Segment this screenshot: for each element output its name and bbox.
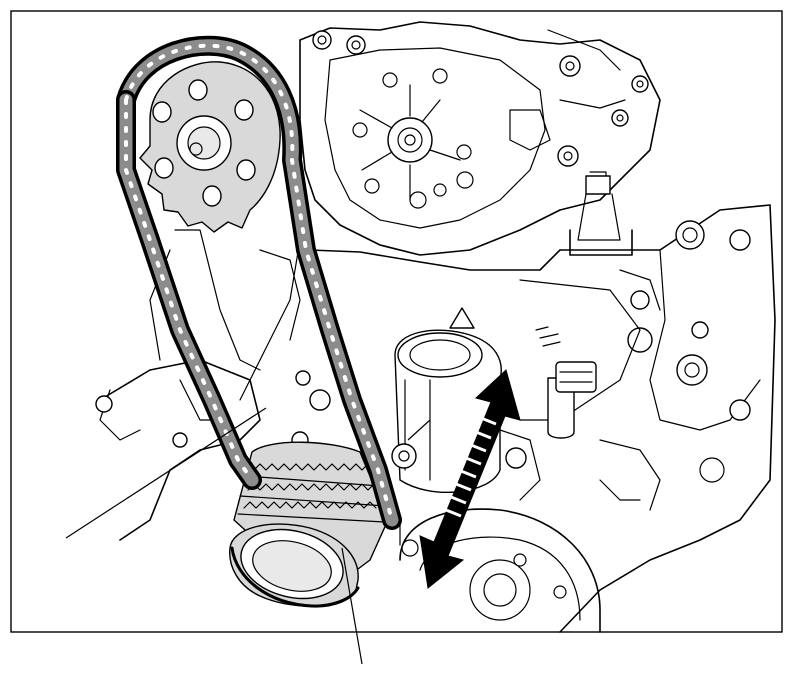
movement-arrow [419, 369, 521, 589]
leader-line-bottom [341, 547, 363, 665]
camshaft-sprocket [139, 61, 281, 233]
timing-chain [116, 35, 402, 530]
leader-line-left [65, 407, 267, 539]
callout-leaders [65, 407, 431, 665]
crankshaft-sprocket [229, 441, 389, 608]
leader-line-right [407, 419, 431, 441]
